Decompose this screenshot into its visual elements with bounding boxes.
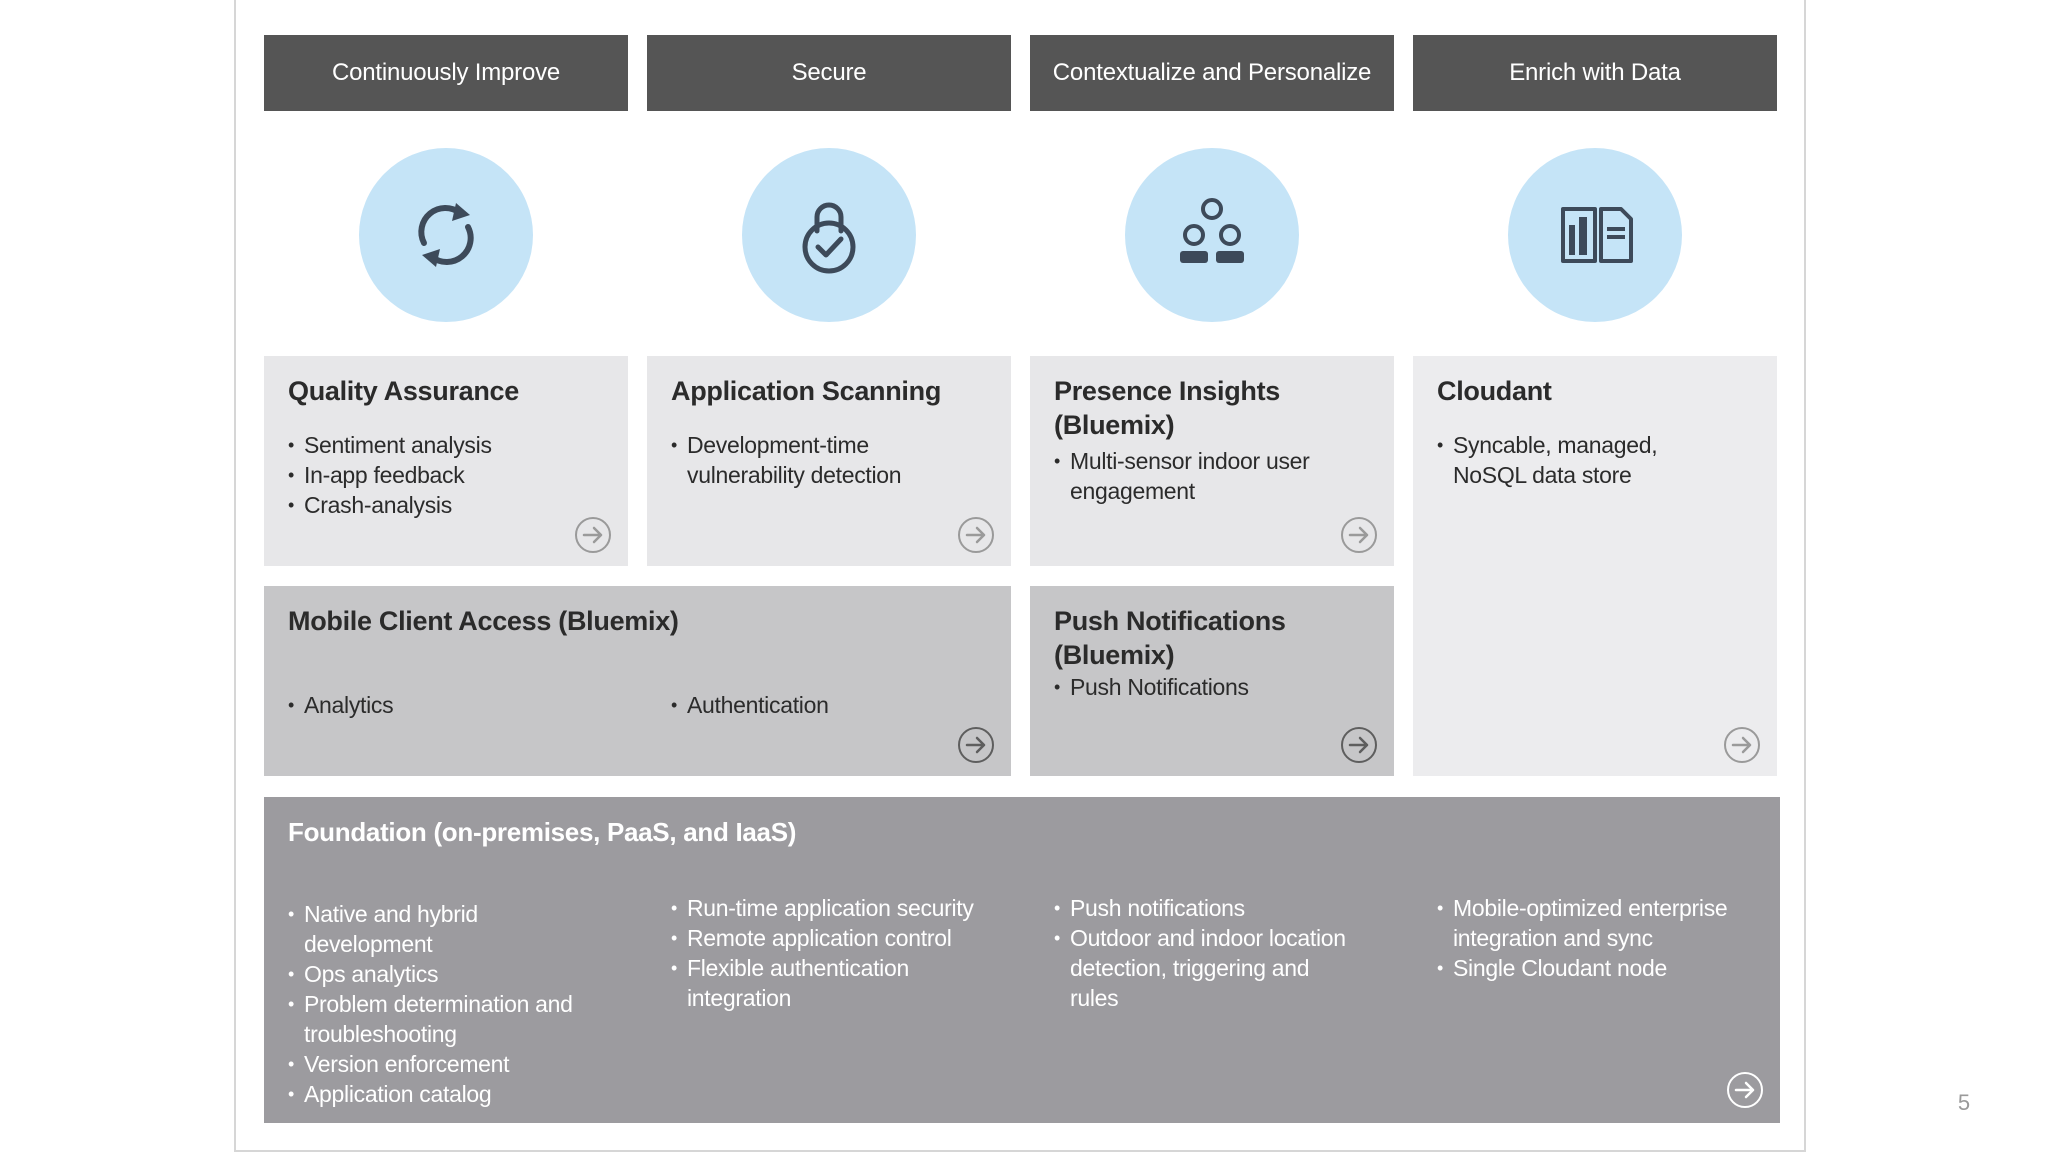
cloudant-title: Cloudant (1437, 376, 1552, 406)
application-scanning-arrow-button[interactable] (957, 516, 995, 554)
list-item: In-app feedback (288, 460, 604, 490)
list-item: Outdoor and indoor location detection, t… (1054, 923, 1354, 1013)
page-number: 5 (1957, 1090, 1971, 1115)
foundation-col4-list: Mobile-optimized enterprise integration … (1437, 893, 1767, 983)
push-notifications-arrow-button[interactable] (1340, 726, 1378, 764)
foundation-col2-list: Run-time application security Remote app… (671, 893, 1001, 1013)
list-item: Mobile-optimized enterprise integration … (1437, 893, 1767, 953)
list-item: Run-time application security (671, 893, 1001, 923)
cloudant-arrow-button[interactable] (1723, 726, 1761, 764)
push-notifications-title: Push Notifications (Bluemix) (1054, 606, 1286, 670)
circle-arrow-right-icon (958, 727, 994, 763)
list-item: Push notifications (1054, 893, 1354, 923)
foundation-title: Foundation (on-premises, PaaS, and IaaS) (288, 817, 797, 847)
presence-insights-arrow-button[interactable] (1340, 516, 1378, 554)
card-mobile-client-access: Mobile Client Access (Bluemix) Analytics… (264, 586, 1011, 776)
foundation-col1-list: Native and hybrid development Ops analyt… (288, 899, 578, 1109)
circle-arrow-right-icon (1724, 727, 1760, 763)
circle-enrich (1508, 148, 1682, 322)
circle-arrow-right-icon (575, 517, 611, 553)
list-item: Application catalog (288, 1079, 578, 1109)
list-item: Analytics (288, 690, 394, 720)
list-item: Single Cloudant node (1437, 953, 1767, 983)
header-continuously-improve: Continuously Improve (264, 35, 628, 111)
header-contextualize: Contextualize and Personalize (1030, 35, 1394, 111)
foundation-col3-list: Push notifications Outdoor and indoor lo… (1054, 893, 1354, 1013)
list-item: Version enforcement (288, 1049, 578, 1079)
header-secure: Secure (647, 35, 1011, 111)
list-item: Flexible authentication integration (671, 953, 1001, 1013)
card-push-notifications: Push Notifications (Bluemix) Push Notifi… (1030, 586, 1394, 776)
card-cloudant: Cloudant Syncable, managed, NoSQL data s… (1413, 356, 1777, 776)
header-enrich-with-data: Enrich with Data (1413, 35, 1777, 111)
card-foundation: Foundation (on-premises, PaaS, and IaaS)… (264, 797, 1780, 1123)
list-item: Native and hybrid development (288, 899, 578, 959)
list-item: Multi-sensor indoor user engagement (1054, 446, 1314, 506)
refresh-cycle-icon (418, 203, 474, 267)
card-application-scanning: Application Scanning Development-time vu… (647, 356, 1011, 566)
list-item: Authentication (671, 690, 829, 720)
list-item: Ops analytics (288, 959, 578, 989)
quality-assurance-title: Quality Assurance (288, 376, 519, 406)
padlock-check-icon (802, 202, 856, 274)
list-item: Problem determination and troubleshootin… (288, 989, 578, 1049)
list-item: Push Notifications (1054, 672, 1370, 702)
circle-secure (742, 148, 916, 322)
list-item: Syncable, managed, NoSQL data store (1437, 430, 1697, 490)
circle-arrow-right-icon (958, 517, 994, 553)
circle-arrow-right-icon (1341, 517, 1377, 553)
documents-icon (1561, 207, 1633, 263)
foundation-arrow-button[interactable] (1726, 1071, 1764, 1109)
list-item: Crash-analysis (288, 490, 604, 520)
mobile-client-access-title: Mobile Client Access (Bluemix) (288, 606, 679, 636)
circle-arrow-right-icon (1727, 1072, 1763, 1108)
people-group-icon (1180, 198, 1244, 263)
list-item: Remote application control (671, 923, 1001, 953)
card-quality-assurance: Quality Assurance Sentiment analysis In-… (264, 356, 628, 566)
list-item: Sentiment analysis (288, 430, 604, 460)
presence-insights-title: Presence Insights (Bluemix) (1054, 376, 1280, 440)
application-scanning-title: Application Scanning (671, 376, 942, 406)
list-item: Development-time vulnerability detection (671, 430, 941, 490)
quality-assurance-arrow-button[interactable] (574, 516, 612, 554)
circle-contextualize (1125, 148, 1299, 322)
circle-arrow-right-icon (1341, 727, 1377, 763)
circle-continuously-improve (359, 148, 533, 322)
mobile-client-access-arrow-button[interactable] (957, 726, 995, 764)
card-presence-insights: Presence Insights (Bluemix) Multi-sensor… (1030, 356, 1394, 566)
